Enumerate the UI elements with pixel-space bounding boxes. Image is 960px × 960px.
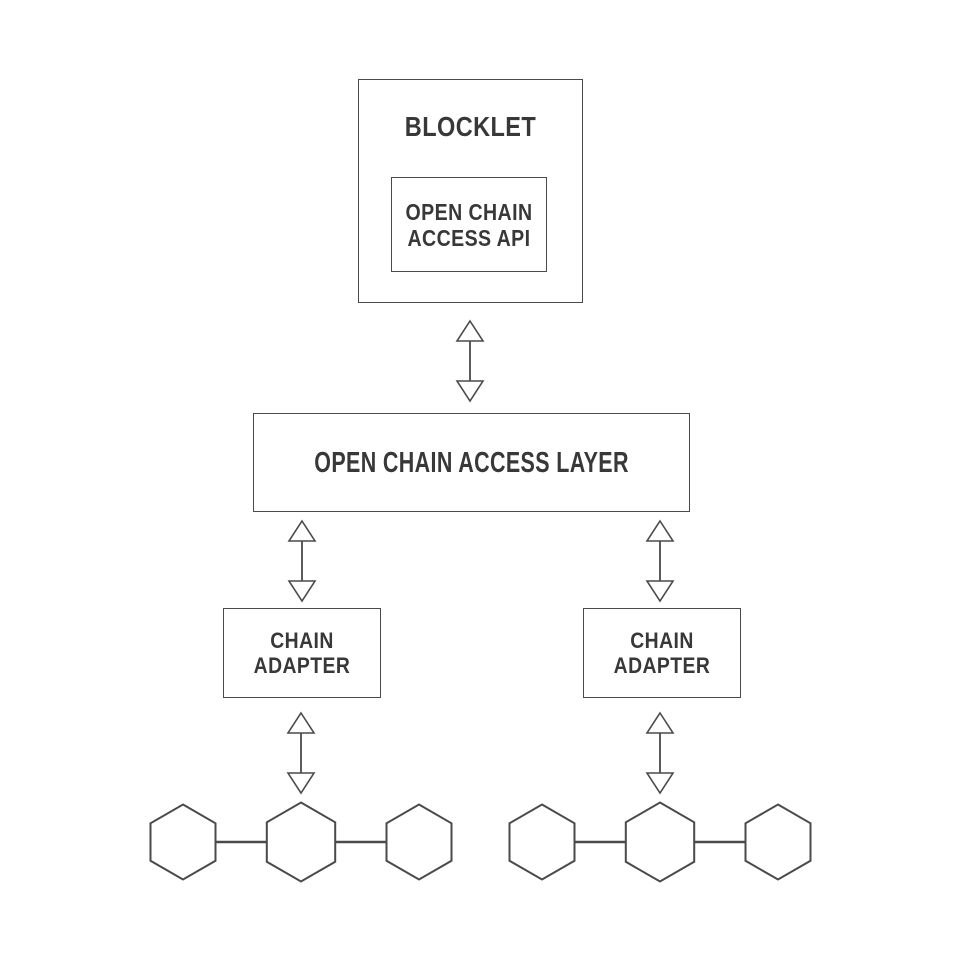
bidirectional-arrow-icon: [645, 711, 675, 795]
bidirectional-arrow-icon: [286, 711, 316, 795]
open-chain-access-api-label: OPEN CHAIN ACCESS API: [405, 198, 533, 251]
open-chain-access-api-box: OPEN CHAIN ACCESS API: [391, 177, 547, 272]
open-chain-access-layer-label: OPEN CHAIN ACCESS LAYER: [314, 446, 629, 479]
chain-adapter-box-left: CHAIN ADAPTER: [223, 608, 381, 698]
arrow-up-head-icon: [645, 711, 675, 734]
hexagon-node-icon: [624, 801, 696, 883]
arrow-down-head-icon: [287, 580, 317, 603]
arrow-up-head-icon: [645, 519, 675, 542]
hexagon-node-icon: [385, 803, 453, 881]
arrow-up-head-icon: [287, 519, 317, 542]
chain-adapter-label: CHAIN ADAPTER: [613, 628, 711, 678]
arrow-down-head-icon: [455, 380, 485, 403]
hexagon-node-icon: [508, 803, 576, 881]
blockchain-chain-left: [149, 801, 453, 883]
bidirectional-arrow-icon: [455, 319, 485, 403]
arrow-down-head-icon: [286, 772, 316, 795]
hexagon-node-icon: [744, 803, 812, 881]
arrow-up-head-icon: [286, 711, 316, 734]
chain-adapter-label: CHAIN ADAPTER: [253, 628, 351, 678]
arrow-up-head-icon: [455, 319, 485, 342]
bidirectional-arrow-icon: [645, 519, 675, 603]
blockchain-chain-right: [508, 801, 812, 883]
hexagon-node-icon: [265, 801, 337, 883]
open-chain-access-layer-box: OPEN CHAIN ACCESS LAYER: [253, 413, 690, 512]
hexagon-node-icon: [149, 803, 217, 881]
chain-adapter-box-right: CHAIN ADAPTER: [583, 608, 741, 698]
arrow-down-head-icon: [645, 772, 675, 795]
blocklet-label: BLOCKLET: [404, 111, 537, 142]
blocklet-box: BLOCKLET OPEN CHAIN ACCESS API: [358, 79, 583, 303]
arrow-down-head-icon: [645, 580, 675, 603]
bidirectional-arrow-icon: [287, 519, 317, 603]
